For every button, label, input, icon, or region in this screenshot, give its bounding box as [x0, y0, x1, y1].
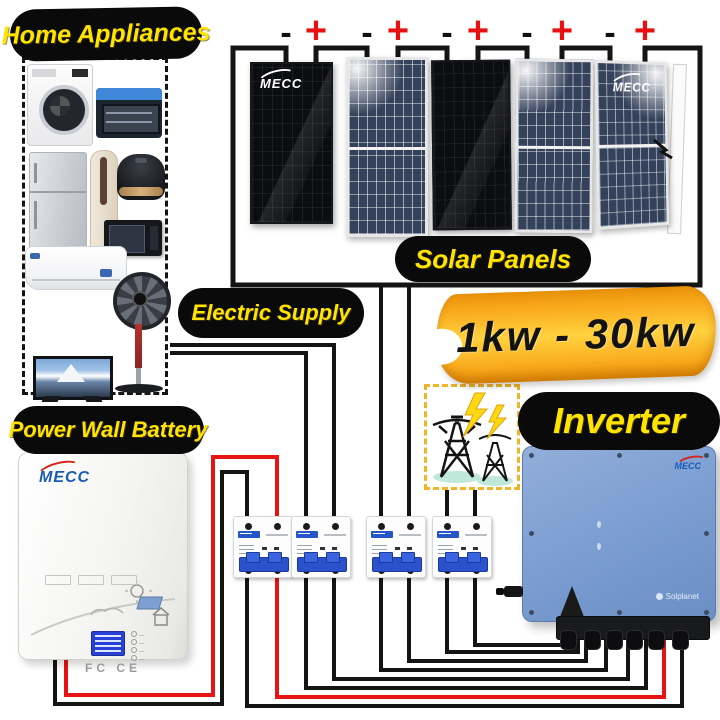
- toaster-oven-icon: [96, 88, 162, 138]
- minus-sign: -: [280, 14, 292, 52]
- solar-panel-2: [346, 57, 428, 237]
- panel-clamp-icon: [653, 138, 673, 160]
- power-range-text: 1kw - 30kw: [455, 307, 697, 362]
- plus-sign: +: [386, 10, 410, 52]
- panel-brand-logo: MECC: [256, 65, 302, 91]
- inverter-unit: MECC Solplanet: [522, 446, 716, 622]
- washing-machine-icon: [27, 64, 93, 146]
- minus-sign: -: [441, 14, 453, 52]
- battery-feature-chips: [45, 575, 137, 585]
- circuit-breaker-2: [291, 516, 351, 578]
- stand-fan-icon: [110, 272, 171, 394]
- home-appliances-label: Home Appliances: [1, 17, 211, 50]
- minus-sign: -: [521, 14, 533, 52]
- transmission-towers-icon: [432, 392, 513, 486]
- cable-gland: [606, 630, 623, 650]
- battery-artwork: [30, 581, 176, 636]
- circuit-breaker-3: [366, 516, 426, 578]
- power-range-banner: 1kw - 30kw: [434, 285, 718, 385]
- home-appliances-badge: Home Appliances: [1, 6, 211, 62]
- battery-cert-marks: FC CE: [85, 661, 141, 675]
- plus-sign: +: [466, 10, 490, 52]
- plus-sign: +: [304, 10, 328, 52]
- inverter-brand-logo-bottom: Solplanet: [655, 592, 699, 601]
- minus-sign: -: [361, 14, 373, 52]
- battery-lcd-display: [91, 631, 125, 656]
- electric-supply-badge: Electric Supply: [178, 288, 364, 338]
- circuit-breaker-1: [233, 516, 293, 578]
- power-wall-battery-badge: Power Wall Battery: [9, 406, 207, 454]
- cable-gland: [584, 630, 601, 650]
- power-wall-battery-unit: MECC ———— FC CE: [18, 452, 188, 675]
- electric-supply-label: Electric Supply: [191, 300, 351, 325]
- cable-gland: [626, 630, 643, 650]
- refrigerator-icon: [29, 152, 87, 252]
- minus-sign: -: [604, 14, 616, 52]
- panel-brand-logo: MECC: [609, 69, 651, 95]
- plus-sign: +: [633, 10, 657, 52]
- solar-panels-badge: Solar Panels: [395, 236, 591, 282]
- inverter-label: Inverter: [552, 400, 686, 441]
- solar-panel-black-3: [431, 59, 512, 231]
- inverter-brand-logo-top: MECC: [675, 453, 708, 472]
- solar-panels-label: Solar Panels: [414, 243, 572, 274]
- solar-panel-black-1: MECC: [250, 62, 333, 224]
- solar-panel-4: [514, 58, 594, 234]
- tv-icon: [33, 356, 113, 402]
- rice-cooker-icon: [117, 154, 165, 200]
- solar-string-frame: [230, 45, 703, 288]
- inverter-badge: Inverter: [518, 392, 720, 450]
- black-wires: [53, 285, 684, 708]
- grid-towers-box: [424, 384, 520, 490]
- battery-led-indicators: ————: [131, 631, 144, 663]
- plus-sign: +: [550, 10, 574, 52]
- red-wires: [64, 455, 666, 699]
- cable-gland: [560, 630, 577, 650]
- wall-ac-icon: [25, 246, 127, 290]
- battery-brand-logo: MECC: [35, 456, 90, 487]
- circuit-breaker-4: [432, 516, 492, 578]
- floor-ac-icon: [90, 150, 118, 254]
- inverter-antenna: [496, 586, 523, 597]
- power-wall-battery-label: Power Wall Battery: [8, 417, 208, 442]
- cable-gland: [648, 630, 665, 650]
- cable-gland: [672, 630, 689, 650]
